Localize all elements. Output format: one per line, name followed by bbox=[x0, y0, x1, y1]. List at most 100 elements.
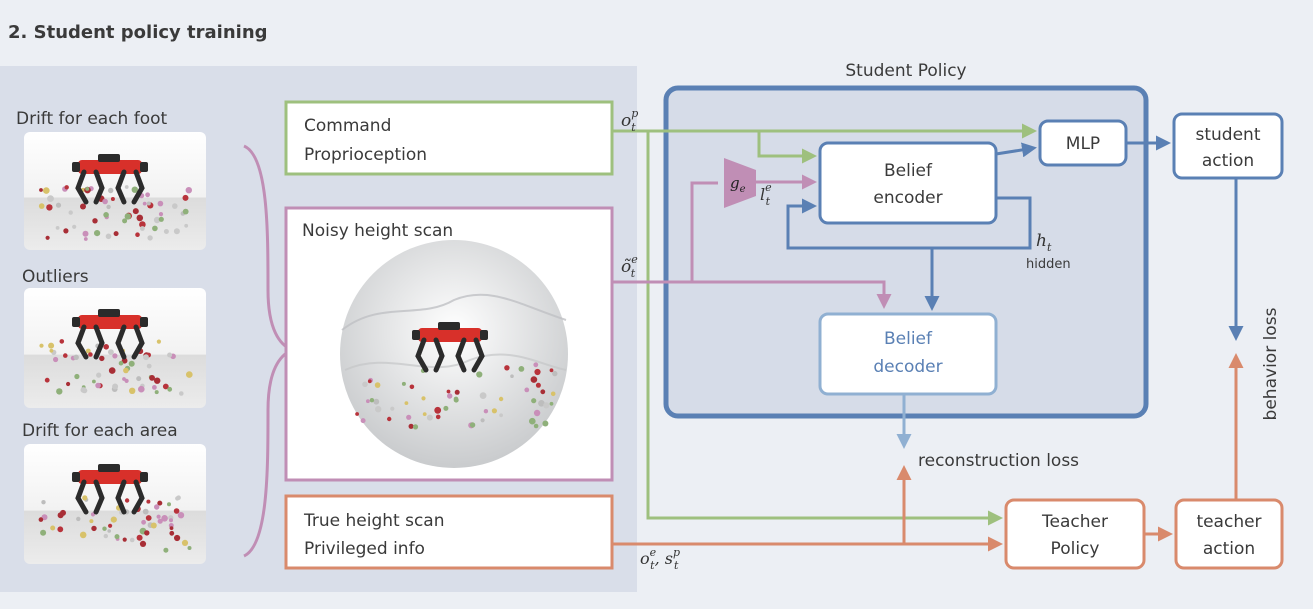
scan-point bbox=[186, 371, 193, 378]
scan-point bbox=[147, 235, 153, 241]
scan-point bbox=[102, 526, 107, 531]
svg-text:Noisy height scan: Noisy height scan bbox=[302, 221, 453, 241]
scan-point bbox=[152, 225, 158, 232]
scan-point bbox=[187, 546, 192, 550]
scan-point bbox=[184, 223, 189, 228]
scan-point bbox=[533, 409, 541, 417]
scan-point bbox=[80, 387, 87, 393]
noisy-height-scan-image bbox=[340, 240, 568, 468]
scan-point bbox=[158, 216, 164, 222]
scan-point bbox=[167, 352, 173, 358]
scan-point bbox=[146, 499, 151, 504]
scan-point bbox=[412, 424, 419, 430]
svg-text:Teacher: Teacher bbox=[1041, 512, 1108, 532]
ge-symbol: ge bbox=[730, 174, 746, 195]
scan-point bbox=[106, 204, 111, 210]
scan-point bbox=[144, 530, 150, 536]
scan-point bbox=[56, 388, 63, 395]
scan-point bbox=[128, 360, 135, 367]
scan-point bbox=[540, 389, 546, 395]
scan-point bbox=[367, 379, 372, 384]
scan-point bbox=[158, 212, 164, 217]
scan-point bbox=[549, 368, 554, 373]
svg-text:student: student bbox=[1196, 125, 1261, 145]
scan-point bbox=[96, 372, 102, 378]
svg-text:action: action bbox=[1202, 151, 1254, 171]
scan-point bbox=[91, 525, 97, 532]
scan-point bbox=[408, 423, 414, 429]
scan-point bbox=[136, 214, 144, 222]
scan-point bbox=[479, 392, 487, 399]
scan-point bbox=[531, 398, 537, 404]
scan-point bbox=[99, 355, 105, 362]
scan-point bbox=[82, 230, 89, 237]
scan-point bbox=[80, 203, 86, 210]
scan-point bbox=[118, 360, 124, 366]
scan-point bbox=[434, 406, 442, 414]
scan-point bbox=[82, 495, 88, 501]
noisy-scan-arrows bbox=[612, 174, 892, 309]
scan-point bbox=[518, 366, 525, 372]
scan-point bbox=[73, 354, 79, 360]
scan-point bbox=[163, 229, 169, 234]
scan-point bbox=[177, 512, 185, 519]
scan-point bbox=[549, 401, 554, 406]
scan-point bbox=[174, 534, 181, 542]
scan-point bbox=[140, 226, 145, 231]
scan-point bbox=[476, 371, 483, 378]
privileged-arrows bbox=[612, 353, 1244, 552]
scan-point bbox=[124, 498, 130, 503]
scenario-image-outliers bbox=[24, 288, 206, 408]
scan-point bbox=[173, 228, 180, 235]
true-height-scan-box: True height scan Privileged info bbox=[284, 494, 614, 570]
scan-point bbox=[59, 339, 65, 344]
scan-point bbox=[122, 537, 127, 542]
scan-point bbox=[136, 534, 143, 541]
scan-point bbox=[105, 233, 112, 240]
scan-point bbox=[542, 420, 549, 427]
student-action-box: student action bbox=[1172, 112, 1284, 180]
scan-point bbox=[163, 547, 169, 553]
scan-point bbox=[92, 218, 98, 224]
scan-point bbox=[108, 367, 116, 374]
scan-point bbox=[182, 194, 189, 201]
scan-point bbox=[39, 343, 44, 348]
behavior-loss-label: behavior loss bbox=[1261, 307, 1281, 420]
svg-text:Belief: Belief bbox=[884, 161, 933, 181]
scan-point bbox=[64, 185, 69, 190]
scan-point bbox=[369, 398, 375, 403]
svg-text:action: action bbox=[1203, 539, 1255, 559]
scan-point bbox=[110, 197, 115, 201]
svg-text:encoder: encoder bbox=[873, 188, 942, 208]
scan-point bbox=[135, 232, 140, 237]
scan-point bbox=[550, 391, 556, 397]
scan-point bbox=[426, 414, 433, 421]
scan-point bbox=[169, 526, 174, 530]
scan-point bbox=[498, 396, 504, 402]
scan-point bbox=[124, 213, 131, 220]
scan-point bbox=[142, 508, 149, 515]
proprioception-arrows bbox=[612, 123, 1037, 526]
scan-point bbox=[89, 519, 94, 524]
scan-point bbox=[360, 418, 366, 424]
scan-point bbox=[162, 383, 169, 390]
scan-point bbox=[154, 390, 159, 395]
scan-point bbox=[129, 537, 135, 543]
scan-point bbox=[143, 354, 149, 361]
teacher-action-box: teacher action bbox=[1174, 498, 1284, 570]
belief-decoder-box: Belief decoder bbox=[818, 312, 998, 396]
scan-point bbox=[45, 235, 50, 240]
scan-point bbox=[454, 389, 460, 395]
scan-point bbox=[154, 504, 160, 510]
scenario-label-drift-area: Drift for each area bbox=[22, 421, 178, 441]
scan-point bbox=[44, 377, 50, 383]
scan-point bbox=[145, 192, 151, 198]
student-policy-container bbox=[663, 85, 1149, 419]
scenario-image-drift-area bbox=[24, 444, 206, 564]
scan-point bbox=[355, 412, 359, 416]
scan-point bbox=[173, 508, 180, 514]
scan-point bbox=[112, 383, 119, 390]
reconstruction-loss-label: reconstruction loss bbox=[918, 451, 1079, 471]
scan-point bbox=[122, 218, 128, 224]
scan-point bbox=[124, 185, 129, 189]
